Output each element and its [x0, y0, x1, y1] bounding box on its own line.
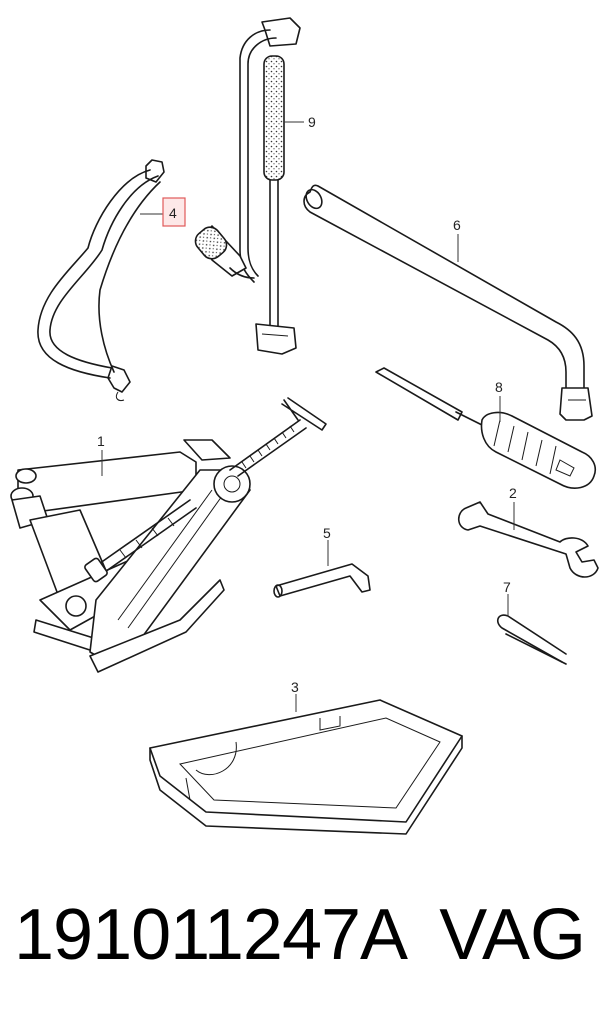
callout-3-label: 3: [291, 679, 299, 695]
brand-label: VAG: [439, 895, 586, 975]
callout-1: 1: [97, 433, 105, 476]
callout-6: 6: [453, 217, 461, 262]
callout-6-label: 6: [453, 217, 461, 233]
callout-7-label: 7: [503, 579, 511, 595]
wheel-wrench-part: [303, 184, 593, 421]
footer: 191011247A VAG: [0, 890, 600, 1000]
crank-handle-part: [194, 17, 301, 355]
callout-9-label: 9: [308, 114, 316, 130]
callout-7: 7: [503, 579, 511, 616]
callout-1-label: 1: [97, 433, 105, 449]
callout-4-highlight: [162, 197, 186, 227]
callout-2-label: 2: [509, 485, 517, 501]
tool-tray-part: [149, 699, 463, 835]
callout-4-label: 4: [169, 205, 177, 221]
callout-3: 3: [291, 679, 299, 712]
spanner-part: [457, 501, 599, 578]
callout-8: 8: [495, 379, 503, 422]
callout-9: 9: [284, 114, 316, 130]
callout-5: 5: [323, 525, 331, 566]
screwdriver-part: [375, 367, 597, 489]
parts-diagram: 4 9 6 8: [10, 17, 599, 835]
scissor-jack-part: [10, 397, 327, 673]
callout-4: 4: [140, 197, 186, 227]
wire-clip-part: [496, 614, 567, 665]
strap-part: [37, 159, 165, 401]
callout-2: 2: [509, 485, 517, 530]
part-number: 191011247A: [14, 895, 408, 975]
callout-8-label: 8: [495, 379, 503, 395]
callout-5-label: 5: [323, 525, 331, 541]
hex-key-part: [273, 563, 371, 598]
